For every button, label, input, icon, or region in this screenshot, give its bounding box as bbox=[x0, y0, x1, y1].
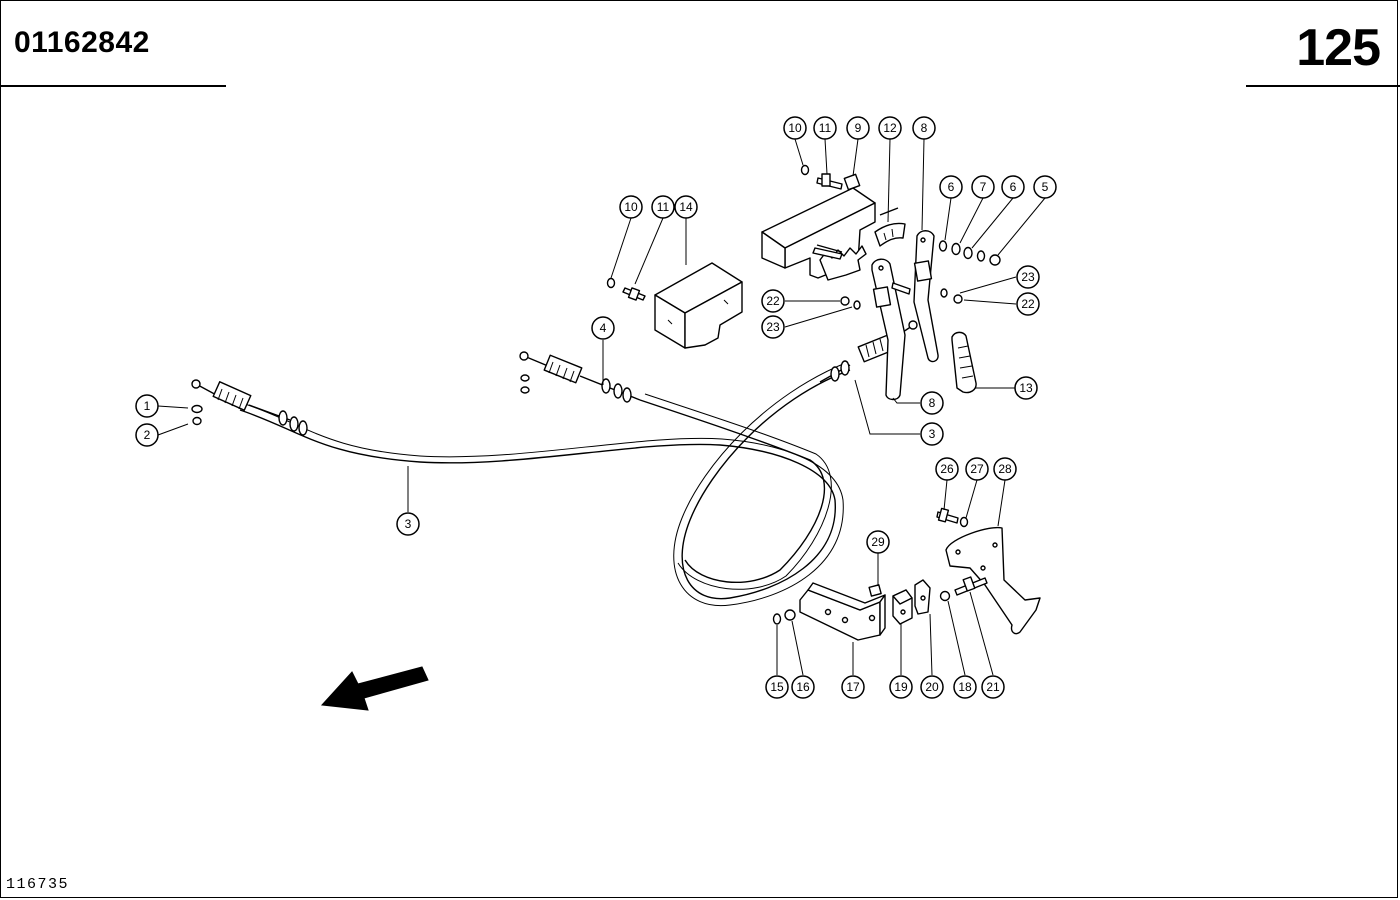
callout-3-right: 3 bbox=[920, 422, 944, 446]
page-number: 125 bbox=[1296, 19, 1381, 77]
lever-hardware bbox=[812, 240, 1001, 310]
callout-22-right: 22 bbox=[1016, 292, 1040, 316]
leader-lines bbox=[157, 138, 1046, 676]
callout-label: 11 bbox=[657, 200, 670, 214]
callout-label: 9 bbox=[855, 121, 862, 135]
callout-label: 10 bbox=[624, 200, 638, 214]
callout-1: 1 bbox=[135, 394, 159, 418]
clamp-block-19 bbox=[892, 589, 913, 625]
callout-21: 21 bbox=[981, 675, 1005, 699]
callout-label: 15 bbox=[770, 680, 784, 694]
callout-10-mid: 10 bbox=[619, 195, 643, 219]
pedal-arm-bracket bbox=[945, 526, 1041, 635]
callout-label: 22 bbox=[1021, 297, 1035, 311]
callout-13: 13 bbox=[1014, 376, 1038, 400]
callout-label: 29 bbox=[871, 535, 885, 549]
callout-12: 12 bbox=[878, 116, 902, 140]
drawing-id: 116735 bbox=[6, 876, 70, 893]
callout-label: 13 bbox=[1019, 381, 1033, 395]
callout-label: 1 bbox=[144, 399, 151, 413]
callout-label: 2 bbox=[144, 428, 151, 442]
mounting-bracket bbox=[799, 582, 886, 641]
callout-15: 15 bbox=[765, 675, 789, 699]
callout-2: 2 bbox=[135, 423, 159, 447]
callout-label: 7 bbox=[980, 180, 987, 194]
part-number: 01162842 bbox=[14, 26, 150, 59]
callout-label: 5 bbox=[1042, 180, 1049, 194]
callout-3-left: 3 bbox=[396, 512, 420, 536]
callout-label: 23 bbox=[1021, 270, 1035, 284]
callout-11-mid: 11 bbox=[651, 195, 675, 219]
callout-6-a: 6 bbox=[939, 175, 963, 199]
callout-label: 26 bbox=[940, 462, 954, 476]
callout-28: 28 bbox=[993, 457, 1017, 481]
callout-14: 14 bbox=[674, 195, 698, 219]
callout-10-top: 10 bbox=[783, 116, 807, 140]
callouts: 1 2 3 3 4 5 6 7 6 8 8 9 10 10 11 11 12 1… bbox=[135, 116, 1057, 699]
callout-label: 19 bbox=[894, 680, 908, 694]
callout-label: 14 bbox=[679, 200, 693, 214]
cable-assembly-left bbox=[191, 361, 851, 607]
direction-arrow-icon bbox=[320, 666, 429, 711]
callout-29: 29 bbox=[866, 530, 890, 554]
callout-9: 9 bbox=[846, 116, 870, 140]
header-rule-left bbox=[0, 85, 226, 87]
pedal-pad bbox=[951, 331, 977, 394]
callout-label: 12 bbox=[883, 121, 897, 135]
callout-26: 26 bbox=[935, 457, 959, 481]
callout-18: 18 bbox=[953, 675, 977, 699]
callout-22-left: 22 bbox=[761, 289, 785, 313]
screw-and-washer-housing bbox=[800, 164, 843, 190]
nut-18 bbox=[939, 590, 951, 602]
callout-label: 21 bbox=[986, 680, 1000, 694]
callout-7: 7 bbox=[971, 175, 995, 199]
callout-11-top: 11 bbox=[813, 116, 837, 140]
callout-17: 17 bbox=[841, 675, 865, 699]
lever-right bbox=[913, 230, 939, 363]
header-rule-right bbox=[1246, 85, 1400, 87]
callout-20: 20 bbox=[920, 675, 944, 699]
callout-label: 4 bbox=[600, 321, 607, 335]
screw-and-washer-cover bbox=[606, 277, 646, 301]
callout-label: 23 bbox=[766, 320, 780, 334]
callout-label: 10 bbox=[788, 121, 802, 135]
callout-16: 16 bbox=[791, 675, 815, 699]
callout-label: 8 bbox=[929, 396, 936, 410]
callout-8-bottom: 8 bbox=[920, 391, 944, 415]
callout-label: 28 bbox=[998, 462, 1012, 476]
callout-4: 4 bbox=[591, 316, 615, 340]
callout-19: 19 bbox=[889, 675, 913, 699]
cable-assembly-middle bbox=[519, 351, 832, 590]
callout-label: 11 bbox=[819, 121, 832, 135]
callout-label: 8 bbox=[921, 121, 928, 135]
ratchet-segment bbox=[874, 222, 906, 247]
callout-label: 3 bbox=[929, 427, 936, 441]
callout-label: 6 bbox=[948, 180, 955, 194]
callout-6-b: 6 bbox=[1001, 175, 1025, 199]
cover-plate bbox=[654, 262, 743, 349]
lever-housing bbox=[761, 173, 899, 281]
callout-label: 18 bbox=[958, 680, 972, 694]
callout-label: 16 bbox=[796, 680, 810, 694]
clamp-block-20 bbox=[914, 579, 931, 615]
callout-23-left: 23 bbox=[761, 315, 785, 339]
callout-8-top: 8 bbox=[912, 116, 936, 140]
callout-label: 3 bbox=[405, 517, 412, 531]
lever-left bbox=[871, 258, 906, 401]
callout-5: 5 bbox=[1033, 175, 1057, 199]
callout-label: 22 bbox=[766, 294, 780, 308]
callout-label: 6 bbox=[1010, 180, 1017, 194]
spacer-29 bbox=[868, 584, 882, 597]
washers-15-16 bbox=[772, 609, 796, 625]
screw-26-washer-27 bbox=[936, 507, 969, 528]
callout-27: 27 bbox=[965, 457, 989, 481]
callout-label: 20 bbox=[925, 680, 939, 694]
callout-23-right: 23 bbox=[1016, 265, 1040, 289]
callout-label: 27 bbox=[970, 462, 984, 476]
callout-label: 17 bbox=[846, 680, 860, 694]
